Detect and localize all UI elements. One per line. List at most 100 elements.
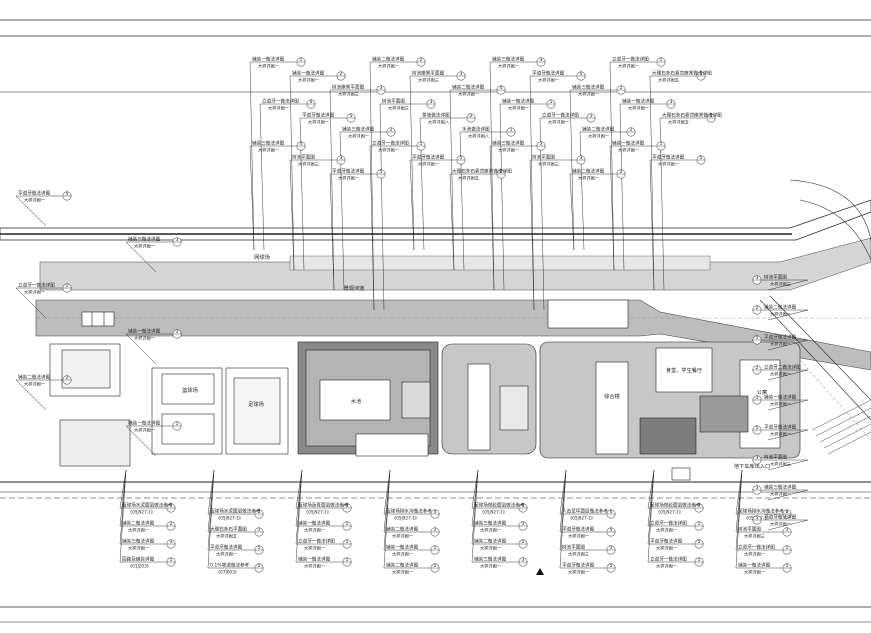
detail-sheet: 大样详图一 bbox=[338, 175, 359, 182]
detail-number: 5 bbox=[522, 503, 525, 509]
detail-title: 篮球场沥青面层做法参考 bbox=[298, 501, 349, 508]
detail-title: 景墙做法详图 bbox=[422, 111, 450, 118]
detail-sheet: 大样详图一 bbox=[216, 551, 237, 558]
detail-sheet: 大样详图一 bbox=[618, 147, 639, 154]
detail-number: 5 bbox=[756, 515, 759, 521]
detail-number: 1 bbox=[710, 113, 713, 119]
detail-title: 铺装一做法详图 bbox=[128, 327, 161, 334]
detail-sheet: 《05J927-1》 bbox=[128, 510, 155, 515]
detail-title: 大理石条石平面图 bbox=[210, 525, 247, 532]
east-complex bbox=[539, 299, 801, 481]
detail-number: 3 bbox=[580, 155, 583, 161]
detail-number: 1 bbox=[176, 329, 179, 335]
detail-sheet: 大样详图一 bbox=[538, 77, 559, 84]
detail-number: 5 bbox=[380, 169, 383, 175]
detail-sheet: 大样详图一 bbox=[508, 105, 529, 112]
detail-number: 4 bbox=[434, 509, 437, 515]
detail-title: 铺装一做法详图 bbox=[386, 543, 419, 550]
detail-title: 树池座凳平面图 bbox=[332, 83, 365, 90]
detail-sheet: 《05J927-1》 bbox=[568, 516, 595, 521]
detail-sheet: 大样详图一 bbox=[418, 161, 439, 168]
detail-sheet: 大样详图三 bbox=[418, 77, 439, 84]
detail-number: 3 bbox=[756, 275, 759, 281]
detail-callout: 20.1%坡道做法参考《07J003》 bbox=[207, 469, 264, 575]
detail-sheet: 大样详图一 bbox=[258, 147, 279, 154]
detail-number: 1 bbox=[786, 563, 789, 569]
detail-sheet: 大样详图一 bbox=[588, 133, 609, 140]
detail-number: 3 bbox=[786, 527, 789, 533]
detail-title: 平道牙做法详图 bbox=[210, 543, 243, 550]
detail-sheet: 大样详图三 bbox=[744, 533, 765, 540]
detail-title: 篮球场排水沟做法参考 bbox=[386, 507, 432, 514]
detail-sheet: 大样详图一 bbox=[548, 119, 569, 126]
callouts-top: 1铺装一做法详图大样详图一2铺装一做法详图大样详图一3树池座凳平面图大样详图三2… bbox=[249, 55, 722, 311]
detail-sheet: 大样详图一 bbox=[392, 533, 413, 540]
detail-sheet: 大样详图一 bbox=[378, 63, 399, 70]
detail-sheet: 大样详图一 bbox=[770, 371, 791, 378]
plan-label-east-block-a: 综合楼 bbox=[604, 392, 620, 400]
detail-sheet: 大样详图一 bbox=[498, 147, 519, 154]
detail-number: 2 bbox=[340, 71, 343, 77]
detail-sheet: 大样详图三 bbox=[770, 461, 791, 468]
detail-title: 平道牙做法详图 bbox=[332, 167, 365, 174]
detail-sheet: 大样详图一 bbox=[458, 91, 479, 98]
detail-title: 铺装二做法详图 bbox=[386, 525, 419, 532]
detail-number: 2 bbox=[434, 527, 437, 533]
detail-number: 5 bbox=[258, 545, 261, 551]
plan-label-river-label: 景观河道 bbox=[344, 284, 365, 292]
detail-title: 铺装三做法详图 bbox=[492, 139, 525, 146]
detail-title: 立道牙一做法详图 bbox=[542, 111, 579, 118]
road-network bbox=[0, 179, 871, 499]
detail-sheet: 大样详图一 bbox=[24, 289, 45, 296]
detail-number: 4 bbox=[310, 99, 313, 105]
plan-label-plaza: 水池 bbox=[351, 397, 361, 405]
detail-number: 1 bbox=[346, 539, 349, 545]
detail-title: 树池平面图 bbox=[764, 273, 787, 280]
detail-sheet: 大样详图一 bbox=[498, 63, 519, 70]
detail-title: 立道牙一做法详图 bbox=[612, 55, 649, 62]
detail-number: 3 bbox=[522, 521, 525, 527]
detail-sheet: 大样详图一 bbox=[392, 569, 413, 576]
detail-number: 4 bbox=[500, 85, 503, 91]
detail-sheet: 大样详图三 bbox=[338, 91, 359, 98]
detail-sheet: 《05J927-1》 bbox=[392, 516, 419, 521]
detail-sheet: 大样详图五 bbox=[216, 533, 237, 540]
detail-sheet: 大样详图一 bbox=[480, 563, 501, 570]
detail-sheet: 大样详图一 bbox=[656, 527, 677, 534]
detail-title: 平道牙做法详图 bbox=[764, 423, 797, 430]
detail-sheet: 大样详图一 bbox=[628, 105, 649, 112]
detail-title: 大理石条石靠背座凳做法详图 bbox=[452, 167, 512, 174]
west-sports-area bbox=[49, 311, 289, 467]
detail-sheet: 大样详图一 bbox=[134, 335, 155, 342]
detail-sheet: 大样详图一 bbox=[770, 491, 791, 498]
detail-title: 铺装一做法详图 bbox=[298, 555, 331, 562]
detail-title: 铺装一做法详图 bbox=[764, 393, 797, 400]
central-plaza bbox=[297, 341, 537, 457]
